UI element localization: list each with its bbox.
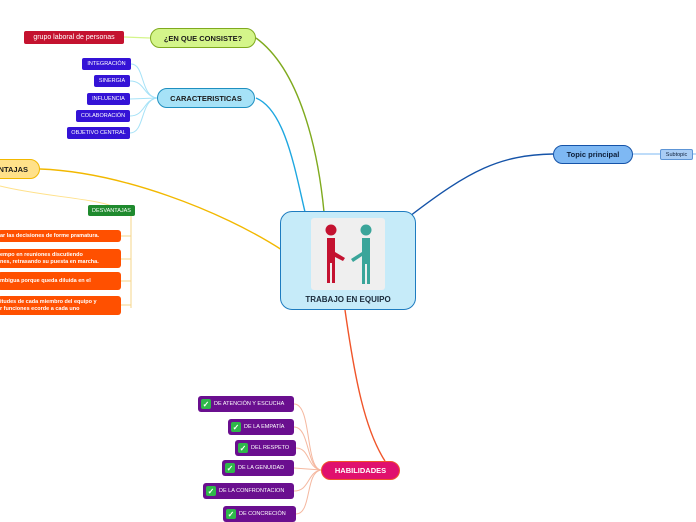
caract-item-colaboracion[interactable]: COLABORACIÓN <box>76 110 130 122</box>
desventaja-item-3[interactable]: mbigua porque queda diluida en el <box>0 272 121 290</box>
habilidad-item-empatia[interactable]: ✓ DE LA EMPATÍA <box>228 419 294 435</box>
link-topic <box>409 153 554 217</box>
habilidad-label: DEL RESPETO <box>251 445 290 451</box>
check-icon: ✓ <box>231 422 241 432</box>
habilidad-item-atencion[interactable]: ✓ DE ATENCIÓN Y ESCUCHA <box>198 396 294 412</box>
habilidad-label: DE LA GENUIDAD <box>238 465 285 471</box>
link-caracteristicas <box>255 97 306 213</box>
topic-principal[interactable]: Topic principal <box>553 145 633 164</box>
subtopic-node[interactable]: Subtopic <box>660 149 693 160</box>
habilidad-item-concrecion[interactable]: ✓ DE CONCRECIÓN <box>223 506 296 522</box>
habilidad-label: DE ATENCIÓN Y ESCUCHA <box>214 401 285 407</box>
subtopic-desventajas[interactable]: DESVANTAJAS <box>88 205 135 216</box>
topic-ventajas[interactable]: VENTAJAS <box>0 159 40 179</box>
check-icon: ✓ <box>226 509 236 519</box>
habilidad-label: DE LA CONFRONTACION <box>219 488 285 494</box>
subtopic-grupo-laboral[interactable]: grupo laboral de personas <box>24 31 124 44</box>
topic-en-que-consiste[interactable]: ¿EN QUE CONSISTE? <box>150 28 256 48</box>
desventaja-item-1[interactable]: ar las decisiones de forme pramatura. <box>0 230 121 242</box>
desventaja-item-4[interactable]: itudes de cada miembro del equipo y r fu… <box>0 296 121 315</box>
check-icon: ✓ <box>238 443 248 453</box>
central-image <box>311 218 385 290</box>
check-icon: ✓ <box>225 463 235 473</box>
topic-habilidades[interactable]: HABILIDADES <box>321 461 400 480</box>
caract-item-objetivo-central[interactable]: OBJETIVO CENTRAL <box>67 127 130 139</box>
topic-caracteristicas[interactable]: CARACTERISTICAS <box>157 88 255 108</box>
check-icon: ✓ <box>201 399 211 409</box>
link-ventajas <box>39 168 283 251</box>
handshake-people-icon <box>325 224 372 284</box>
check-icon: ✓ <box>206 486 216 496</box>
central-title: TRABAJO EN EQUIPO <box>305 295 391 304</box>
link-consiste <box>255 37 325 213</box>
habilidad-label: DE CONCRECIÓN <box>239 511 286 517</box>
caract-item-influencia[interactable]: INFLUENCIA <box>87 93 130 105</box>
link-habilidades <box>344 309 386 462</box>
habilidad-item-respeto[interactable]: ✓ DEL RESPETO <box>235 440 296 456</box>
caract-item-integracion[interactable]: INTEGRACIÓN <box>82 58 131 70</box>
habilidad-item-genuidad[interactable]: ✓ DE LA GENUIDAD <box>222 460 294 476</box>
desventaja-item-2[interactable]: empo en reuniones discutiendo nes, retra… <box>0 249 121 268</box>
habilidad-label: DE LA EMPATÍA <box>244 424 285 430</box>
central-node[interactable]: TRABAJO EN EQUIPO <box>280 211 416 310</box>
ventajas-label: VENTAJAS <box>0 164 28 174</box>
caract-item-sinergia[interactable]: SINERGIA <box>94 75 130 87</box>
habilidad-item-confrontacion[interactable]: ✓ DE LA CONFRONTACION <box>203 483 294 499</box>
